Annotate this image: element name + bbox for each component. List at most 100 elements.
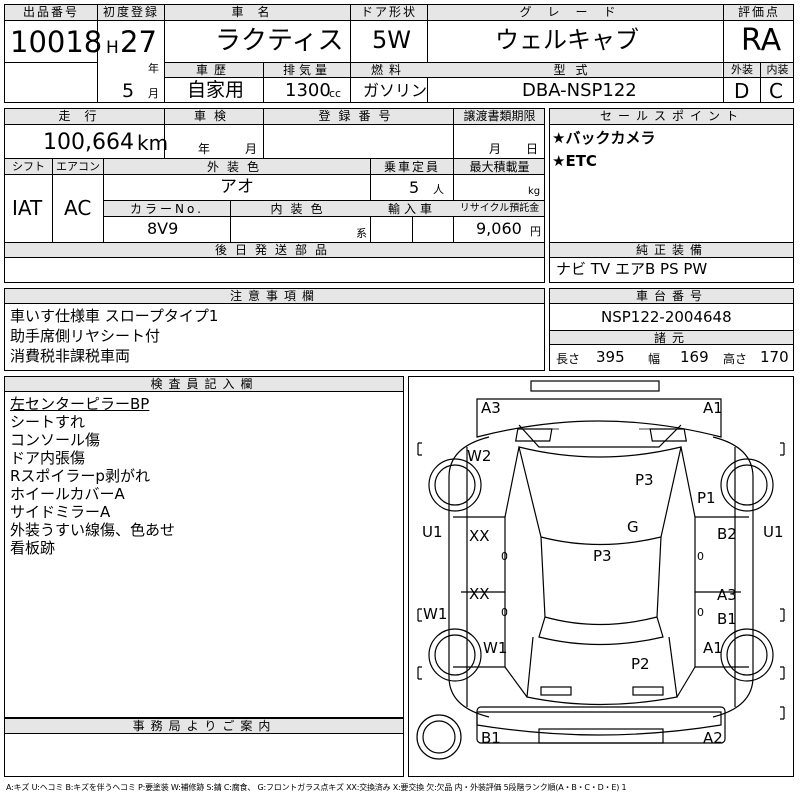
reg-no-label: 登録番号 [318,109,399,123]
damage-mark: B1 [481,729,501,747]
fuel-label: 燃料 [370,63,407,77]
damage-mark: B1 [717,610,737,628]
sales-block [549,108,794,283]
car-name: ラクティス [215,26,344,56]
ext-label: 外装 [731,63,753,76]
history: 自家用 [187,79,245,101]
damage-mark: W1 [483,639,508,657]
color: アオ [220,177,254,197]
inspector-line-9: 看板跡 [10,539,56,557]
reg-month: 5 [122,80,135,102]
ext-score: D [734,79,750,103]
capacity-unit: 人 [433,183,444,196]
office-label: 事務局よりご案内 [132,719,277,733]
history-label: 車歴 [195,63,232,77]
inspection-label: 車検 [193,109,234,123]
legend: A:キズ U:ヘコミ B:キズを伴うヘコミ P:要塗装 W:補修跡 S:錆 C:… [6,783,627,792]
height: 170 [760,348,789,366]
damage-mark: A3 [717,586,737,604]
notes-block [4,288,545,371]
damage-mark: P2 [631,655,650,673]
ac-label: エアコン [56,160,100,173]
damage-mark: W1 [423,605,448,623]
shift-label: シフト [12,160,45,173]
model: DBA-NSP122 [522,80,637,101]
damage-mark: A2 [703,729,723,747]
lot-no-label: 出品番号 [22,5,79,19]
panel-zero: 0 [697,550,704,563]
width: 169 [680,348,709,366]
damage-mark: U1 [422,523,443,541]
grade: ウェルキャブ [495,26,639,54]
mileage: 100,664 [43,130,134,155]
panel-zero: 0 [501,550,508,563]
inspector-block [4,376,404,718]
import-label: 輸入車 [387,202,436,216]
lot-number: 10018 [10,25,103,59]
inspector-line-2: シートすれ [10,413,86,431]
chassis-block [549,288,794,371]
mileage-unit: km [137,131,169,155]
sales-point-2: ★ETC [552,152,597,170]
width-label: 幅 [648,352,661,366]
capacity: 5 [409,178,420,197]
damage-mark: P1 [697,489,716,507]
office-block [4,718,404,777]
damage-mark: XX [469,527,490,545]
later-parts-label: 後日発送部品 [214,243,335,257]
ac: AC [64,196,92,220]
note-line-2: 助手席側リヤシート付 [10,327,161,345]
damage-mark: A1 [703,399,723,417]
note-line-3: 消費税非課税車両 [10,347,131,365]
dims-label: 諸元 [653,331,690,345]
damage-mark: XX [469,585,490,603]
inspector-line-4: ドア内張傷 [10,449,86,467]
interior-color-unit: 系 [356,227,367,240]
panel-zero: 0 [697,606,704,619]
displacement-unit: cc [329,87,342,100]
transfer-month-unit: 月 [489,142,502,156]
chassis-label: 車台番号 [635,289,708,303]
door-label: ドア形状 [360,5,417,19]
car-name-label: 車名 [231,5,284,19]
length: 395 [596,348,625,366]
model-label: 型式 [553,63,598,77]
height-label: 高さ [723,352,748,366]
score-label: 評価点 [737,5,780,19]
damage-mark: P3 [593,547,612,565]
displacement-label: 排気量 [282,63,331,77]
max-load-label: 最大積載量 [469,160,530,174]
score: RA [741,23,782,58]
color-no-label: カラーNo. [130,202,204,216]
equipment-items: ナビ TV エアB PS PW [556,260,708,278]
damage-mark: P3 [635,471,654,489]
damage-mark: A3 [481,399,501,417]
transfer-label: 譲渡書類期限 [463,109,536,123]
mileage-label: 走行 [58,109,111,123]
first-reg-label: 初度登録 [102,5,159,19]
color-label: 外装色 [206,160,267,174]
sales-label: セールスポイント [599,109,744,123]
fuel: ガソリン [363,81,428,100]
car-diagram: A3 A1 W2 P3 P1 G U1 XX B2 U1 P3 XX A3 B1… [408,376,794,777]
inspector-line-1: 左センターピラーBP [10,395,150,413]
damage-mark: G [627,518,639,536]
transfer-day-unit: 日 [526,142,539,156]
reg-year: 27 [120,25,157,59]
equipment-label: 純正装備 [635,243,708,257]
recycle-amount: 9,060 [476,219,522,238]
chassis-number: NSP122-2004648 [601,308,732,326]
color-no: 8V9 [147,219,179,238]
damage-mark: W2 [467,447,492,465]
insp-year-unit: 年 [198,142,211,156]
inspector-line-7: サイドミラーA [10,503,111,521]
int-label: 内装 [766,63,789,76]
inspector-line-8: 外装うすい線傷、色あせ [10,521,176,539]
month-unit: 月 [148,87,159,100]
recycle-unit: 円 [530,225,541,238]
displacement: 1300 [285,80,331,101]
door-type: 5W [372,26,411,54]
panel-zero: 0 [501,606,508,619]
max-load-unit: kg [528,186,541,197]
damage-mark: U1 [763,523,784,541]
